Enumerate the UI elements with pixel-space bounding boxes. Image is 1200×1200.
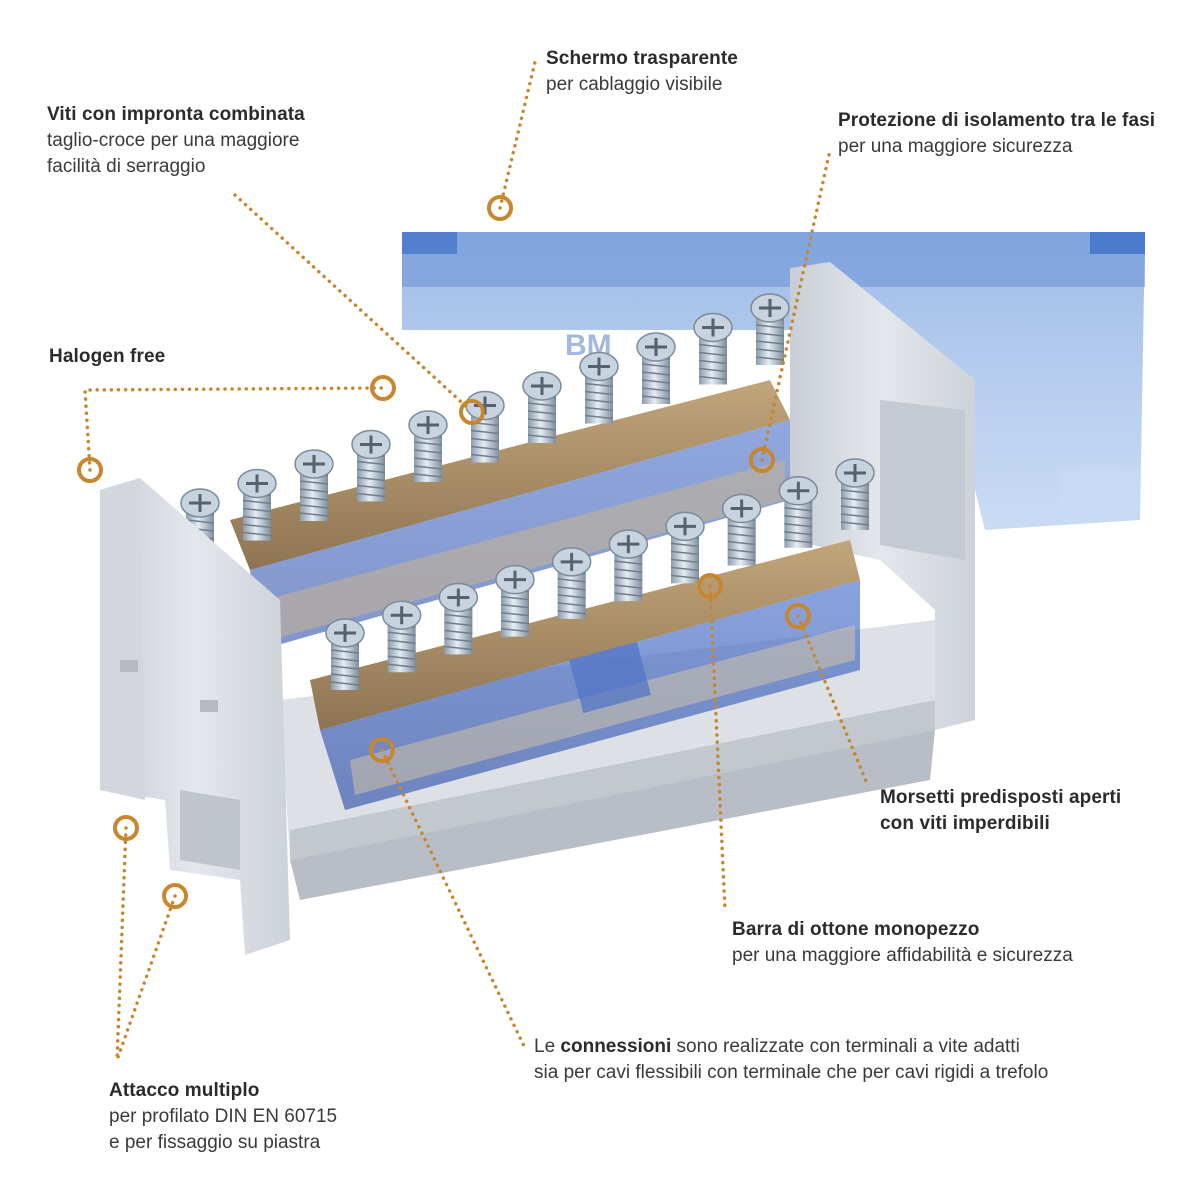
screw	[465, 390, 505, 463]
callout-connessioni-line-2: sia per cavi flessibili con terminale ch…	[534, 1062, 1049, 1083]
callout-viti: Viti con impronta combinata taglio-croce…	[47, 102, 305, 180]
screws-lower-row	[325, 458, 875, 690]
callout-morsetti: Morsetti predisposti aperti con viti imp…	[880, 785, 1121, 837]
marker-connessioni	[369, 737, 395, 763]
screw	[325, 618, 365, 690]
marker-schermo	[487, 195, 513, 221]
callout-barra-line: per una maggiore affidabilità e sicurezz…	[732, 945, 1073, 966]
screws-upper-row	[180, 293, 790, 560]
marker-barra	[697, 573, 723, 599]
upper-brass-bar	[230, 380, 790, 650]
screw	[522, 371, 562, 443]
transparent-cover: BM	[402, 232, 1145, 530]
screw	[381, 600, 422, 673]
callout-halogen-title: Halogen free	[49, 346, 166, 367]
leader-schermo	[498, 60, 537, 210]
screw	[551, 547, 592, 619]
leader-lines	[83, 60, 870, 1062]
housing-left-endcap	[100, 478, 290, 955]
leader-connessioni	[380, 748, 526, 1048]
callout-schermo-line: per cablaggio visibile	[546, 74, 723, 95]
callout-protezione: Protezione di isolamento tra le fasi per…	[838, 108, 1155, 160]
screw	[351, 429, 391, 502]
marker-attacco-2	[162, 883, 188, 909]
callout-connessioni-suffix: sono realizzate con terminali a vite ada…	[671, 1036, 1020, 1057]
screw	[750, 293, 790, 365]
callout-protezione-title: Protezione di isolamento tra le fasi	[838, 110, 1156, 131]
callout-viti-title: Viti con impronta combinata	[47, 104, 305, 125]
callout-attacco-line-1: per profilato DIN EN 60715	[109, 1106, 338, 1127]
callout-attacco-title: Attacco multiplo	[109, 1080, 260, 1101]
callout-protezione-line: per una maggiore sicurezza	[838, 136, 1073, 157]
housing-right-endcap	[790, 262, 975, 730]
leader-attacco-1	[115, 826, 128, 1062]
callout-connessioni: Le connessioni sono realizzate con termi…	[534, 1034, 1048, 1086]
callout-markers	[77, 195, 811, 909]
callout-halogen: Halogen free	[49, 344, 165, 370]
leader-protezione	[760, 148, 832, 462]
screw	[608, 529, 649, 602]
screw	[636, 332, 676, 404]
callout-schermo-title: Schermo trasparente	[546, 48, 738, 69]
callout-barra-title: Barra di ottone monopezzo	[732, 919, 980, 940]
screw	[693, 312, 733, 385]
screw	[438, 582, 479, 655]
marker-halogen	[77, 457, 103, 483]
callout-attacco: Attacco multiplo per profilato DIN EN 60…	[109, 1078, 337, 1156]
screw	[778, 476, 819, 548]
screw	[721, 493, 762, 566]
screw	[579, 351, 619, 424]
leader-morsetti	[796, 614, 870, 788]
screw	[665, 511, 705, 584]
callout-viti-line-1: taglio-croce per una maggiore	[47, 130, 300, 151]
callout-attacco-line-2: e per fissaggio su piastra	[109, 1132, 321, 1153]
screw	[408, 410, 448, 482]
leader-barra	[708, 584, 727, 912]
callout-morsetti-line: con viti imperdibili	[880, 813, 1050, 834]
screw	[294, 449, 334, 521]
callout-connessioni-line-1: Le connessioni sono realizzate con termi…	[534, 1034, 1048, 1060]
screw	[835, 458, 875, 530]
marker-viti	[459, 399, 485, 425]
callout-barra: Barra di ottone monopezzo per una maggio…	[732, 917, 1073, 969]
callout-connessioni-bold: connessioni	[560, 1036, 672, 1057]
marker-halogen-top	[370, 375, 396, 401]
screw	[495, 564, 535, 637]
callout-viti-line-2: facilità di serraggio	[47, 156, 206, 177]
callout-morsetti-title: Morsetti predisposti aperti	[880, 787, 1122, 808]
marker-attacco-1	[113, 815, 139, 841]
leader-attacco-2	[115, 894, 177, 1062]
screw	[237, 468, 277, 541]
marker-protezione	[749, 447, 775, 473]
callout-schermo: Schermo trasparente per cablaggio visibi…	[546, 46, 738, 98]
marker-morsetti	[785, 603, 811, 629]
callout-connessioni-prefix: Le	[534, 1036, 561, 1057]
leader-halogen	[83, 386, 384, 472]
